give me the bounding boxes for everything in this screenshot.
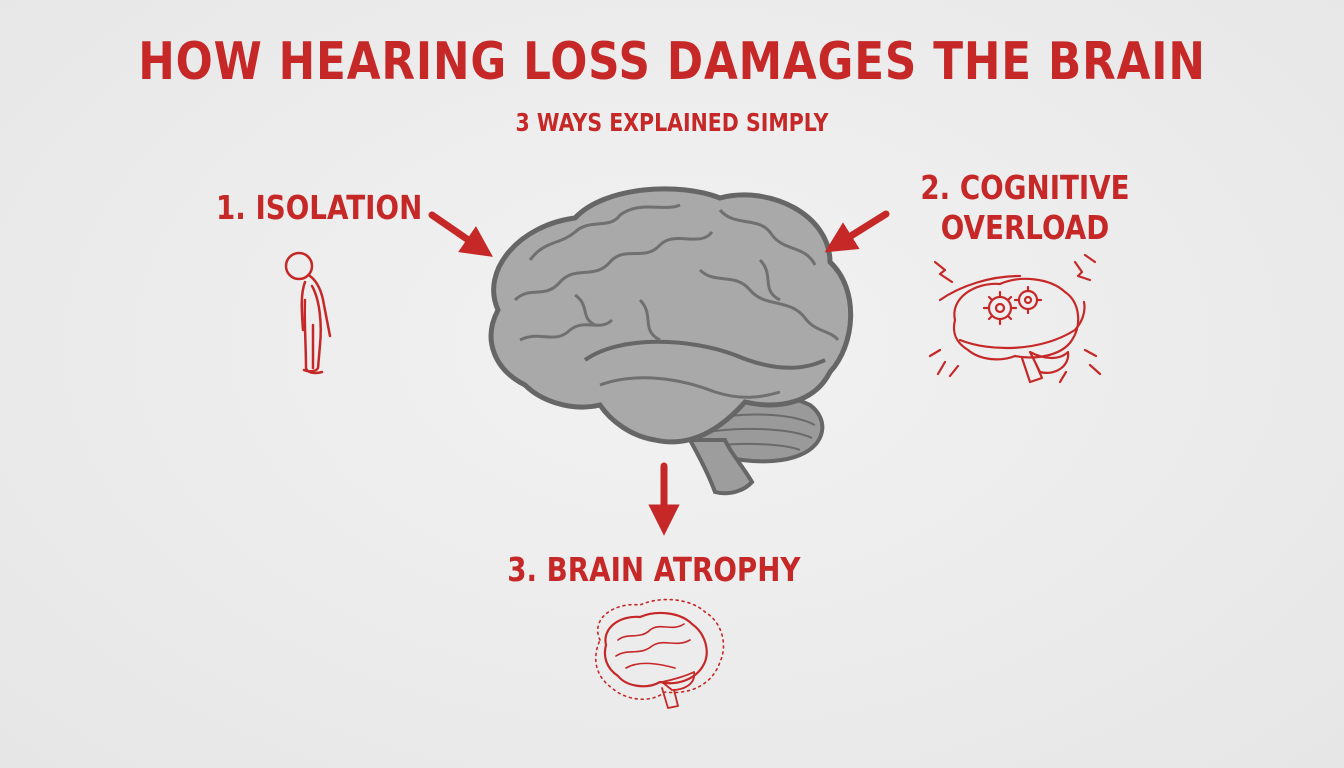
overloaded-brain-gears-icon xyxy=(928,253,1102,384)
cognitive-overload-label-line-1: 2. COGNITIVE xyxy=(920,168,1130,207)
arrow-from-cognitive-overload xyxy=(824,210,890,253)
central-brain-icon xyxy=(488,186,854,496)
cognitive-overload-label: 2. COGNITIVE OVERLOAD xyxy=(920,168,1130,248)
page-title: HOW HEARING LOSS DAMAGES THE BRAIN xyxy=(138,32,1206,92)
page-subtitle: 3 WAYS EXPLAINED SIMPLY xyxy=(515,108,829,137)
arrow-from-isolation xyxy=(428,211,493,257)
cognitive-overload-label-line-2: OVERLOAD xyxy=(940,208,1110,247)
shrinking-brain-icon xyxy=(594,598,725,709)
brain-atrophy-label: 3. BRAIN ATROPHY xyxy=(507,550,801,589)
lonely-person-icon xyxy=(284,251,332,375)
